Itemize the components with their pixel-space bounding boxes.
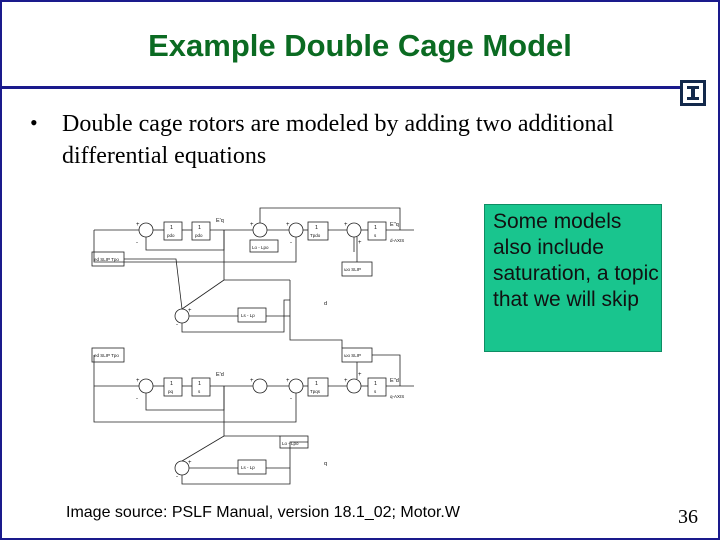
summer-top-1 <box>138 222 154 238</box>
svg-text:+: + <box>136 222 140 228</box>
block-bot-slip <box>91 347 125 363</box>
svg-text:+: + <box>286 222 290 228</box>
top-gain2-label: Ls - Lp <box>241 313 255 318</box>
tf-top-1 <box>163 221 183 241</box>
top-e-label: E'q <box>216 218 224 224</box>
summer-bot-5 <box>174 460 190 476</box>
bot-q-label: q <box>324 461 327 467</box>
bot-tf4-den: s <box>374 389 377 394</box>
svg-text:+: + <box>188 460 192 466</box>
top-tf4-den: s <box>374 233 377 238</box>
bot-slip-label: ed SLIP Tpo <box>94 353 119 358</box>
page-number: 36 <box>678 506 698 528</box>
bot-output-label: E''d <box>390 378 399 384</box>
svg-text:-: - <box>136 396 138 402</box>
gain-top-1 <box>249 239 279 253</box>
svg-text:+: + <box>188 308 192 314</box>
top-tf1-den: pdo <box>167 233 175 238</box>
bot-axis-label: q-AXIS <box>390 394 404 399</box>
gain-bot-2 <box>237 459 267 475</box>
svg-text:+: + <box>344 378 348 384</box>
summer-bot-2 <box>252 378 268 394</box>
bot-e-label: E'd <box>216 372 224 378</box>
top-d-label: d <box>324 301 327 307</box>
bot-tf2-num: 1 <box>198 381 201 387</box>
title-rule <box>2 86 686 89</box>
saturation-note: Some models also include saturation, a t… <box>484 204 662 352</box>
svg-text:-: - <box>176 322 178 328</box>
summer-top-4 <box>346 222 362 238</box>
gain-top-2 <box>237 307 267 323</box>
bot-gain2-label: Ls - Lp <box>241 465 255 470</box>
bullet-marker: • <box>30 110 38 135</box>
slide-title: Example Double Cage Model <box>148 28 572 63</box>
tf-bot-4 <box>367 377 387 397</box>
summer-top-2 <box>252 222 268 238</box>
svg-text:+: + <box>344 222 348 228</box>
tf-top-4 <box>367 221 387 241</box>
svg-text:-: - <box>136 240 138 246</box>
svg-text:+: + <box>250 222 254 228</box>
image-source-caption: Image source: PSLF Manual, version 18.1_… <box>66 504 460 521</box>
top-slip-label: ed SLIP Tpo <box>94 257 119 262</box>
svg-text:-: - <box>290 240 292 246</box>
bot-tf3-den: Tpqs <box>310 389 321 394</box>
top-tf3-num: 1 <box>315 225 318 231</box>
svg-text:+: + <box>286 378 290 384</box>
svg-text:+: + <box>358 372 362 378</box>
svg-text:-: - <box>290 396 292 402</box>
summer-top-3 <box>288 222 304 238</box>
top-tf1-num: 1 <box>170 225 173 231</box>
top-tf2-den: pdo <box>195 233 203 238</box>
summer-bot-3 <box>288 378 304 394</box>
bot-tf2-den: s <box>198 389 201 394</box>
top-axis-label: d-AXIS <box>390 238 404 243</box>
svg-text:+: + <box>136 378 140 384</box>
summer-bot-1 <box>138 378 154 394</box>
tf-top-3 <box>307 221 329 241</box>
bot-tf4-num: 1 <box>374 381 377 387</box>
bullet-text: Double cage rotors are modeled by adding… <box>62 111 614 169</box>
bot-tf1-den: pq <box>168 389 174 394</box>
top-tf2-num: 1 <box>198 225 201 231</box>
block-i-icon <box>680 80 706 106</box>
svg-text:+: + <box>358 240 362 246</box>
tf-bot-2 <box>191 377 211 397</box>
top-tf4-num: 1 <box>374 225 377 231</box>
top-tf3-den: Tpdo <box>310 233 321 238</box>
summer-top-5 <box>174 308 190 324</box>
svg-text:+: + <box>250 378 254 384</box>
tf-bot-1 <box>163 377 183 397</box>
bot-gain1-label: Lo - Lpo <box>282 441 299 446</box>
tf-top-2 <box>191 221 211 241</box>
bot-omega-label: ωo SLIP <box>344 353 361 358</box>
bot-tf1-num: 1 <box>170 381 173 387</box>
top-gain1-label: Lo - Lpo <box>252 245 269 250</box>
svg-text:-: - <box>176 474 178 480</box>
bot-tf3-num: 1 <box>315 381 318 387</box>
summer-bot-4 <box>346 378 362 394</box>
tf-bot-3 <box>307 377 329 397</box>
top-output-label: E''q <box>390 222 399 228</box>
double-cage-block-diagram: 1 pdo 1 pdo E'q 1 Tpdo 1 s E''q d-AXIS e… <box>91 207 414 485</box>
top-omega-label: ωo SLIP <box>344 267 361 272</box>
